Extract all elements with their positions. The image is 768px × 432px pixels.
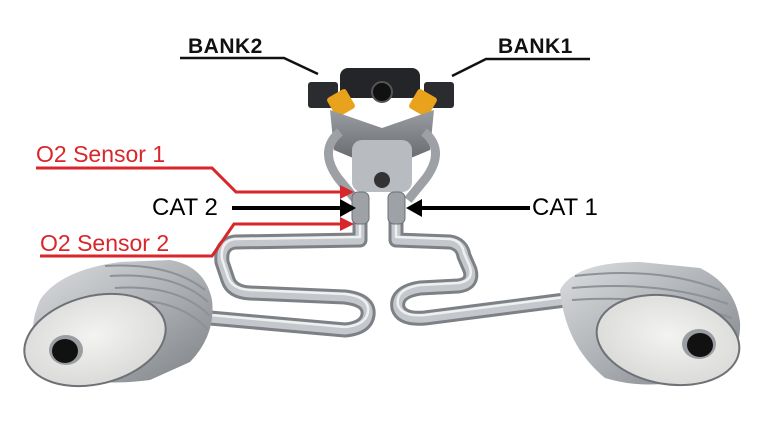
cat-1-arrow [406,199,530,217]
cat-2-arrow [232,199,356,217]
o2-sensor-1-pointer [36,166,354,199]
bank2-leader-line [180,56,319,76]
cat-1-label: CAT 1 [532,194,598,221]
o2-sensor-2-pointer [40,217,354,258]
left-muffler [23,260,213,388]
left-exhaust-pipe [202,207,376,338]
cat-1 [387,191,406,225]
cat-2-label: CAT 2 [152,194,218,221]
right-exhaust-pipe [388,207,573,326]
bank1-leader-line [451,57,590,78]
o2-sensor-2-label: O2 Sensor 2 [40,230,170,256]
o2-sensor-1-label: O2 Sensor 1 [36,141,166,167]
bank2-label: BANK2 [188,35,263,58]
right-muffler [560,262,741,387]
bank1-label: BANK1 [498,35,573,58]
engine [308,68,454,203]
